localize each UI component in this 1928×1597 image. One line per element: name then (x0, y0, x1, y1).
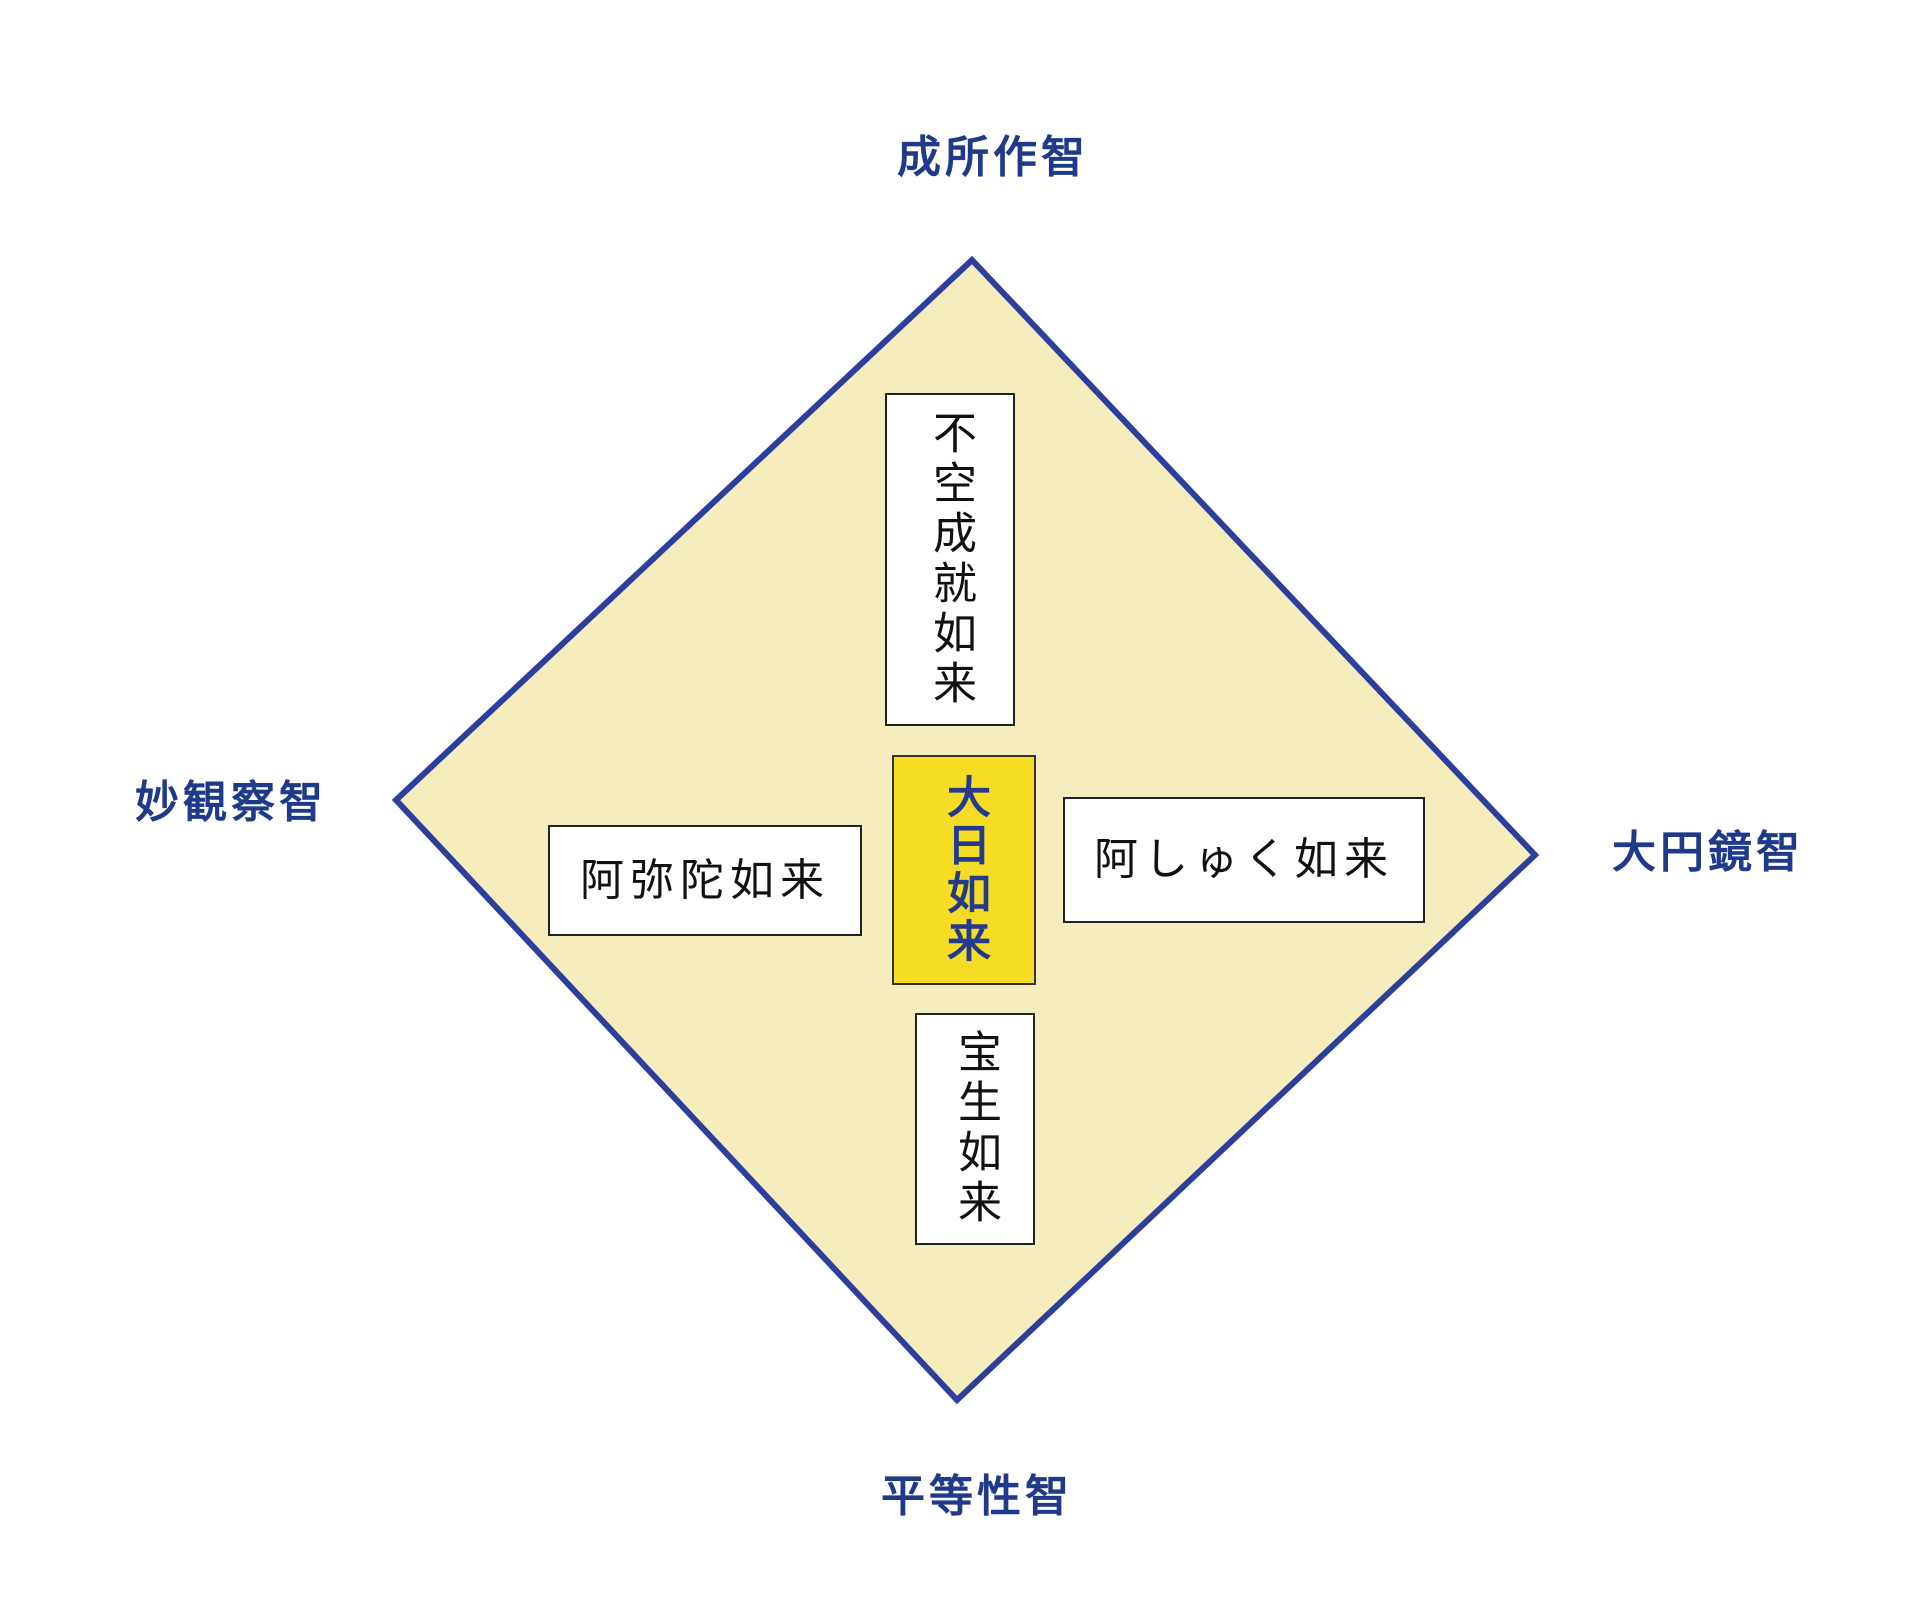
buddha-name-amida: 阿弥陀如来 (580, 854, 830, 906)
wisdom-label-bottom: 平等性智 (881, 1471, 1073, 1522)
buddha-name-hosho: 宝生如来 (950, 1029, 1001, 1229)
buddha-box-center: 大日如来 (892, 755, 1036, 985)
buddha-name-fukujoju: 不空成就如来 (925, 409, 976, 710)
wisdom-label-left: 妙観察智 (135, 777, 327, 828)
buddha-box-left: 阿弥陀如来 (548, 825, 862, 936)
buddha-box-bottom: 宝生如来 (915, 1013, 1035, 1245)
wisdom-label-top: 成所作智 (897, 132, 1089, 183)
buddha-name-dainichi: 大日如来 (939, 774, 990, 966)
buddha-name-ashuku: 阿しゅく如来 (1094, 834, 1394, 885)
buddha-box-right: 阿しゅく如来 (1063, 797, 1425, 923)
wisdom-label-right: 大円鏡智 (1612, 827, 1804, 878)
buddha-box-top: 不空成就如来 (885, 393, 1015, 726)
